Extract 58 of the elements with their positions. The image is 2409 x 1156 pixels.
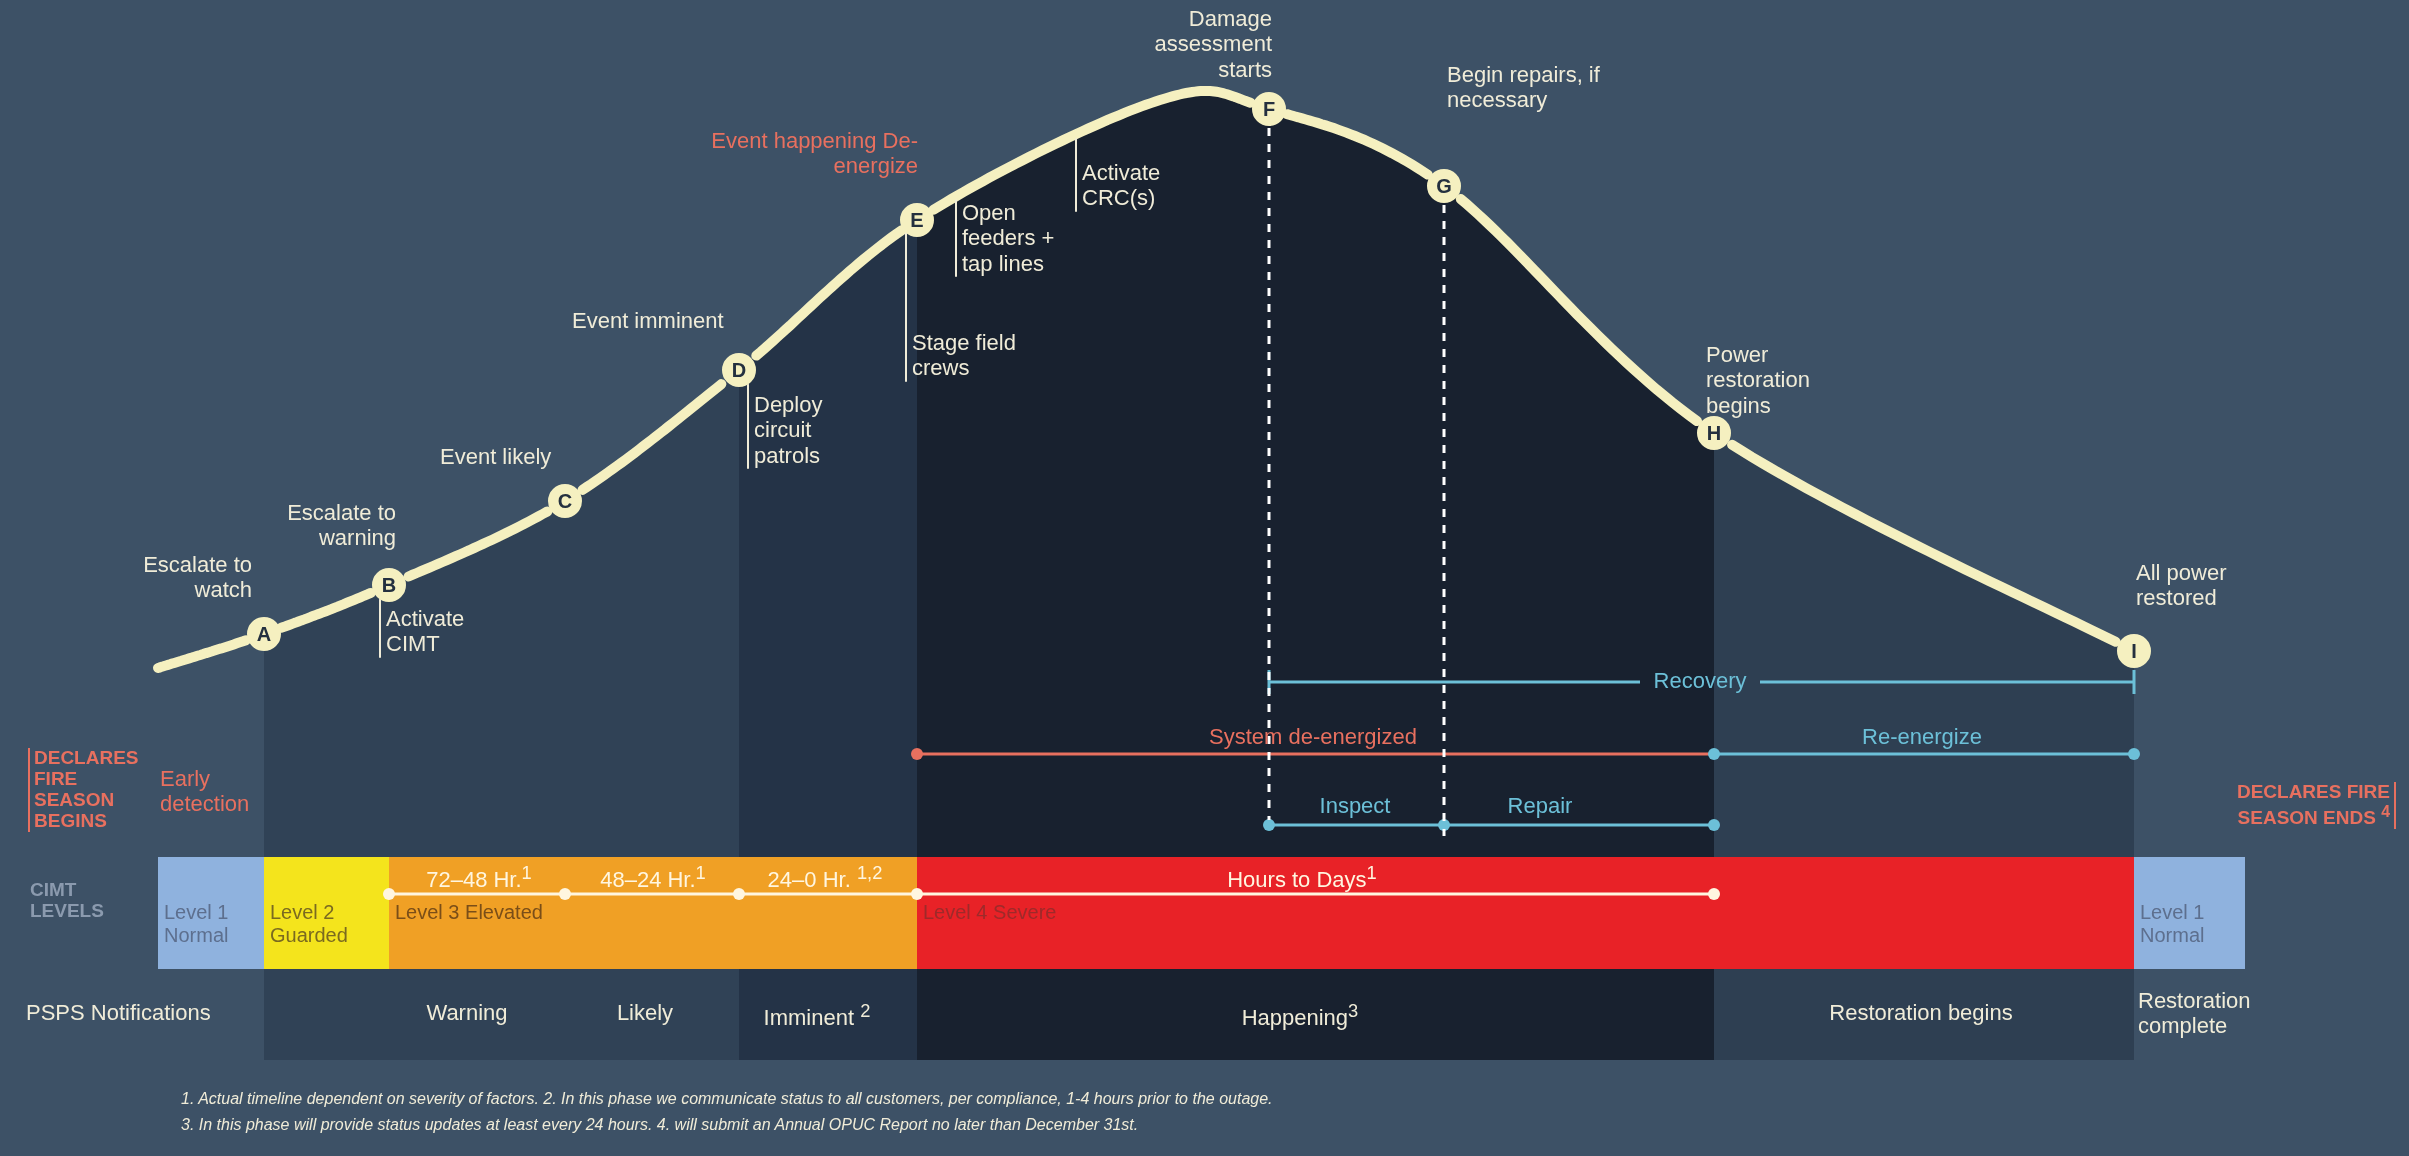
- leader-line: [379, 598, 381, 658]
- row-label: CIMT LEVELS: [30, 880, 105, 922]
- milestone-label: Damage assessment starts: [1153, 6, 1272, 82]
- milestone-label: All power restored: [2136, 560, 2228, 611]
- action-note: Deploy circuit patrols: [748, 392, 854, 468]
- phase-label: Likely: [615, 1000, 675, 1026]
- milestone-label: Begin repairs, if necessary: [1447, 62, 1601, 113]
- phase-label: Warning: [425, 1000, 509, 1026]
- time-label: Hours to Days$^{1}$: [1226, 862, 1378, 893]
- leader-line: [747, 383, 749, 469]
- leader-line: [955, 199, 957, 277]
- milestone-marker: C: [548, 484, 582, 518]
- range-label: Re-energize: [1861, 724, 1983, 750]
- leader-line: [905, 231, 907, 382]
- time-label: 72–48 Hr.$^{1}$: [425, 862, 533, 893]
- milestone-marker: A: [247, 617, 281, 651]
- time-label: 48–24 Hr.$^{1}$: [599, 862, 707, 893]
- fire-season-note: DECLARES FIRE SEASON ENDS $^{4}$: [2200, 782, 2396, 830]
- milestone-label: Power restoration begins: [1706, 342, 1811, 418]
- timeline-curve: [403, 506, 553, 582]
- milestone-label: Escalate to warning: [286, 500, 396, 551]
- action-note: Activate CIMT: [380, 606, 496, 657]
- milestone-marker: D: [722, 353, 756, 387]
- timeline-curve: [577, 379, 727, 495]
- milestone-label: Event imminent: [572, 308, 725, 334]
- timeline-curve: [1727, 439, 2121, 647]
- fire-season-note: DECLARES FIRE SEASON BEGINS: [28, 748, 152, 832]
- action-note: Stage field crews: [906, 330, 1052, 381]
- range-label: Recovery: [1652, 668, 1748, 694]
- footnote: 3. In this phase will provide status updates at least every 24 hours. 4. will submit an Annual OPUC Report no later than December 31st.: [181, 1116, 1140, 1135]
- milestone-marker: B: [372, 568, 406, 602]
- phase-label: Happening$^{3}$: [1240, 1000, 1360, 1031]
- phase-label: Restoration complete: [2138, 988, 2252, 1039]
- timeline-curve: [751, 225, 907, 361]
- phase-label: Restoration begins: [1828, 1000, 2014, 1026]
- milestone-marker: I: [2117, 634, 2151, 668]
- milestone-label: Event happening De-energize: [710, 128, 918, 179]
- range-label: Inspect: [1318, 793, 1392, 819]
- milestone-marker: F: [1252, 92, 1286, 126]
- milestone-marker: E: [900, 203, 934, 237]
- timeline-curve: [276, 587, 376, 633]
- time-label: 24–0 Hr. $^{1,2}$: [766, 862, 884, 893]
- footnote: 1. Actual timeline dependent on severity of factors. 2. In this phase we communicate status to all customers, per compliance, 1-4 hours prior to the outage.: [181, 1090, 1274, 1109]
- range-label: System de-energized: [1208, 724, 1418, 750]
- leader-line: [1075, 138, 1077, 212]
- level-bar: Level 1 Normal: [2134, 857, 2245, 969]
- timeline-curve: [928, 85, 1256, 215]
- level-bar: Level 1 Normal: [158, 857, 264, 969]
- milestone-label: Event likely: [440, 444, 553, 470]
- timeline-curve: [153, 635, 252, 673]
- row-label: PSPS Notifications: [26, 1000, 212, 1026]
- milestone-label: Escalate to watch: [142, 552, 252, 603]
- timeline-curve: [1282, 109, 1433, 180]
- level-bar: Level 2 Guarded: [264, 857, 389, 969]
- phase-label: Imminent $^{2}$: [762, 1000, 872, 1031]
- timeline-curve: [1455, 194, 1702, 427]
- range-label: Repair: [1506, 793, 1574, 819]
- phase-note: Early detection: [160, 766, 251, 817]
